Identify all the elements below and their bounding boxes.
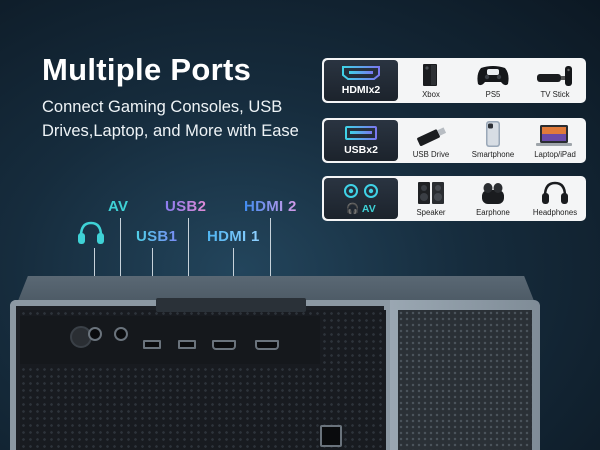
device-speaker: Speaker (401, 176, 461, 221)
device-usb-drive: USB Drive (401, 118, 461, 163)
device-label: USB Drive (412, 150, 450, 159)
leader-line (188, 218, 189, 328)
usb2-port (178, 340, 196, 349)
port-label-usb1: USB1 (136, 228, 178, 245)
device-earphone: Earphone (463, 176, 523, 221)
usb-badge-label: USBx2 (344, 144, 378, 156)
device-label: Smartphone (471, 150, 515, 159)
smartphone-icon (486, 121, 500, 147)
device-label: Speaker (416, 208, 446, 217)
port-label-av: AV (108, 198, 129, 215)
usb-badge: USBx2 (324, 120, 398, 161)
laptop-icon (536, 125, 572, 146)
port-label-usb2: USB2 (165, 198, 207, 215)
subline: Connect Gaming Consoles, USB Drives,Lapt… (42, 98, 299, 140)
port-label-hdmi1: HDMI 1 (207, 228, 260, 245)
gamepad-icon (477, 66, 509, 86)
speaker-icon (418, 182, 444, 204)
device-laptop: Laptop/iPad (525, 118, 585, 163)
top-vent (156, 298, 306, 312)
av-badge: 🎧 AV (324, 178, 398, 219)
usb-port-icon (345, 126, 377, 140)
usb-drive-icon (417, 127, 447, 146)
av-jack-icon (344, 183, 378, 198)
device-label: TV Stick (540, 90, 570, 99)
earbuds-icon (482, 183, 504, 204)
device-label: Xbox (422, 90, 440, 99)
xbox-console-icon (423, 64, 437, 86)
tv-stick-icon (537, 66, 572, 86)
projector-side-vent (398, 310, 532, 450)
av-jack (114, 327, 128, 341)
device-headphones: Headphones (525, 176, 585, 221)
device-smartphone: Smartphone (463, 118, 523, 163)
device-ps5: PS5 (463, 58, 523, 103)
av-card: 🎧 AV Speaker Earphone (322, 176, 586, 221)
headphones-icon (542, 181, 568, 204)
headphone-jack (88, 327, 102, 341)
port-label-hdmi2: HDMI 2 (244, 198, 297, 215)
hdmi1-port (212, 340, 236, 350)
device-label: Laptop/iPad (534, 150, 576, 159)
power-port (320, 425, 342, 447)
leader-line (120, 218, 121, 328)
device-xbox: Xbox (401, 58, 461, 103)
hdmi-badge-label: HDMIx2 (341, 84, 381, 96)
headphone-port-icon (78, 221, 104, 244)
usb1-port (143, 340, 161, 349)
device-label: PS5 (485, 90, 501, 99)
device-label: Earphone (476, 208, 510, 217)
device-label: Headphones (532, 208, 578, 217)
av-badge-label: 🎧 AV (346, 202, 376, 215)
device-tv-stick: TV Stick (525, 58, 585, 103)
hdmi-port-icon (342, 66, 380, 80)
headline: Multiple Ports (42, 52, 252, 87)
headphone-jack-icon: 🎧 (346, 202, 360, 215)
usb-card: USBx2 USB Drive Smartphone (322, 118, 586, 163)
hdmi2-port (255, 340, 279, 350)
hdmi-card: HDMIx2 Xbox PS5 (322, 58, 586, 103)
hdmi-badge: HDMIx2 (324, 60, 398, 101)
